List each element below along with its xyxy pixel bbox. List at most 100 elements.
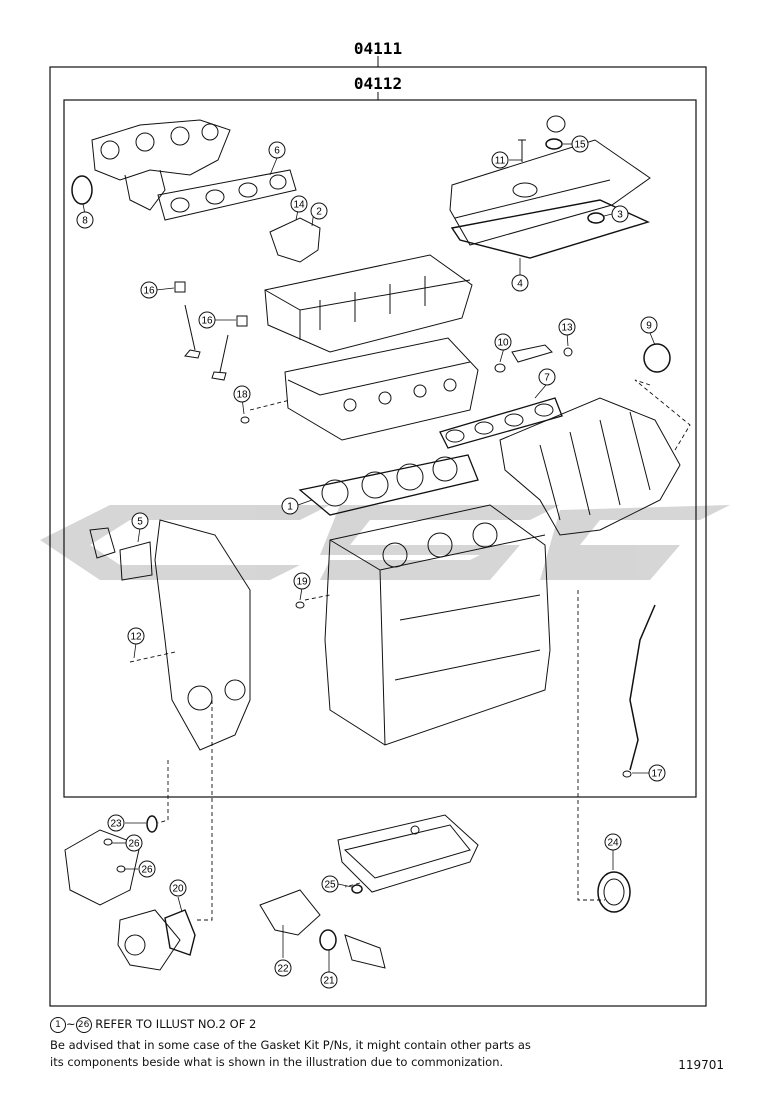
water-pump	[117, 909, 181, 971]
callout-number: 1	[287, 502, 293, 513]
cylinder-head-gasket	[298, 454, 479, 516]
o-ring-26b	[116, 865, 126, 873]
injector-seal	[563, 347, 573, 357]
callout-circle	[538, 368, 556, 386]
callout-number: 9	[646, 321, 652, 332]
cylinder-head	[284, 337, 479, 441]
callout-c12: 12	[127, 627, 145, 645]
exhaust-ring-gasket	[71, 175, 93, 205]
intake-manifold-gasket	[439, 397, 563, 449]
callout-c20: 20	[169, 879, 187, 897]
callout-circle	[491, 151, 509, 169]
spark-plug-tube-gasket	[545, 138, 563, 150]
callout-number: 3	[617, 210, 623, 221]
callout-circle	[293, 572, 311, 590]
callout-circle	[76, 211, 94, 229]
callout-c19: 19	[293, 572, 311, 590]
note-range-line: 1~26 REFER TO ILLUST NO.2 OF 2	[50, 1016, 256, 1033]
callout-number: 16	[201, 316, 213, 327]
oil-pump-housing	[64, 829, 141, 906]
callout-number: 10	[497, 338, 509, 349]
callout-number: 8	[82, 216, 88, 227]
callout-number: 6	[274, 146, 280, 157]
oil-level-gauge	[629, 604, 656, 771]
callout-circle	[640, 316, 658, 334]
callout-number: 24	[607, 838, 619, 849]
gauge-o-ring	[622, 770, 632, 778]
callout-circle	[571, 135, 589, 153]
callout-circle	[274, 959, 292, 977]
thermostat	[344, 934, 386, 969]
valve-stem-seal	[174, 281, 186, 293]
callout-c13: 13	[558, 318, 576, 336]
callout-circle	[131, 512, 149, 530]
callout-circle	[125, 834, 143, 852]
callout-number: 22	[277, 964, 289, 975]
callout-number: 26	[128, 839, 140, 850]
callout-c24: 24	[604, 833, 622, 851]
callout-number: 18	[236, 390, 248, 401]
outer-kit-code: 04111	[354, 39, 402, 58]
figure-number: 119701	[678, 1058, 724, 1072]
exhaust-manifold-gasket	[157, 169, 297, 221]
callout-c14: 14	[290, 195, 308, 213]
callout-circle	[281, 497, 299, 515]
exhaust-manifold	[91, 119, 231, 211]
thermostat-gasket	[319, 929, 337, 951]
range-separator: ~	[66, 1017, 76, 1031]
o-ring-23	[146, 815, 158, 833]
crankshaft-oil-seal	[597, 871, 631, 913]
callout-number: 7	[544, 373, 550, 384]
callout-c9: 9	[640, 316, 658, 334]
callout-c10: 10	[494, 333, 512, 351]
watermark-logo	[40, 505, 730, 580]
callout-number: 2	[316, 207, 322, 218]
oil-filler-cap	[546, 115, 566, 133]
callout-c11: 11	[491, 151, 509, 169]
callout-c3: 3	[611, 205, 629, 223]
water-inlet-gasket	[119, 541, 153, 581]
callout-c1: 1	[281, 497, 299, 515]
callout-c15: 15	[571, 135, 589, 153]
callout-circle	[310, 202, 328, 220]
cylinder-head-plug-ring	[240, 416, 250, 424]
cylinder-block	[324, 504, 551, 746]
callout-number: 20	[172, 884, 184, 895]
callout-c18: 18	[233, 385, 251, 403]
callout-circle	[321, 875, 339, 893]
callout-circle	[107, 814, 125, 832]
callout-number: 21	[323, 976, 335, 987]
callout-c21: 21	[320, 971, 338, 989]
callout-circle	[611, 205, 629, 223]
range-reference-text: REFER TO ILLUST NO.2 OF 2	[91, 1017, 257, 1031]
callout-number: 5	[137, 517, 143, 528]
callout-c16b: 16	[198, 311, 216, 329]
intake-valve	[184, 304, 201, 359]
callout-c26a: 26	[125, 834, 143, 852]
exhaust-valve	[211, 334, 229, 381]
head-cover-grommet	[587, 212, 605, 224]
callout-c8: 8	[76, 211, 94, 229]
throttle-body-gasket	[643, 343, 671, 373]
oil-pan	[337, 814, 479, 893]
callout-number: 4	[517, 279, 523, 290]
callout-c4: 4	[511, 274, 529, 292]
callout-circle	[604, 833, 622, 851]
callout-number: 12	[130, 632, 142, 643]
note-advisory-line-1: Be advised that in some case of the Gask…	[50, 1038, 531, 1052]
callout-c17: 17	[648, 764, 666, 782]
valve-stem-seal-b	[236, 315, 248, 327]
callout-circle	[127, 627, 145, 645]
callout-number: 14	[293, 200, 305, 211]
callout-number: 19	[296, 577, 308, 588]
callout-c7: 7	[538, 368, 556, 386]
camshaft-housing	[264, 254, 473, 353]
timing-chain-cover	[154, 519, 251, 751]
callout-number: 23	[110, 819, 122, 830]
intake-manifold	[499, 397, 681, 536]
head-cover-bolt	[518, 139, 526, 162]
callout-circle	[268, 141, 286, 159]
callout-circle	[494, 333, 512, 351]
callout-c6: 6	[268, 141, 286, 159]
